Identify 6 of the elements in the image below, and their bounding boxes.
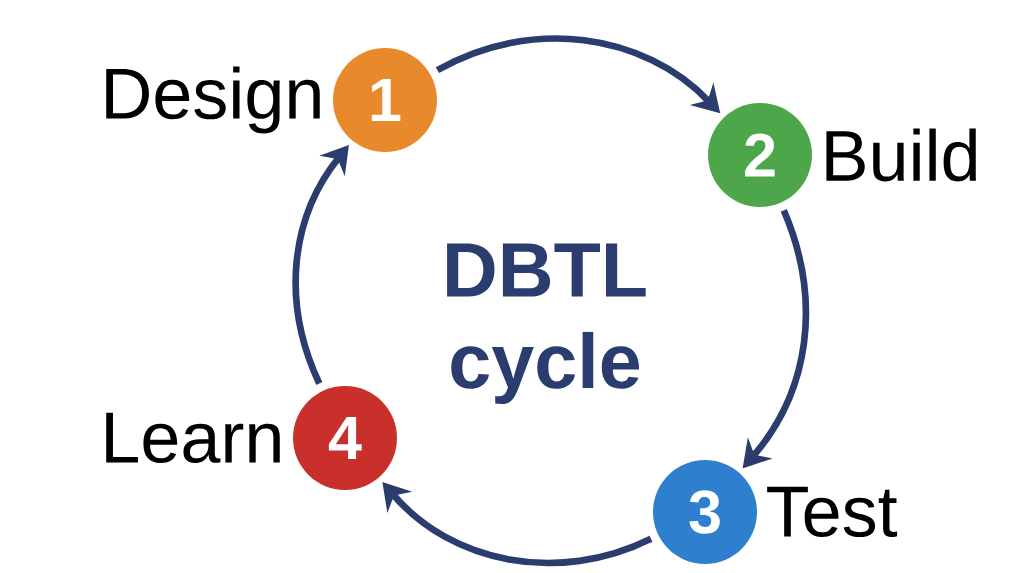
step-label: Test <box>767 486 898 538</box>
step-label: Build <box>826 128 976 182</box>
center-title: cycle <box>451 331 640 404</box>
step-label: Design <box>106 66 320 134</box>
center-title: DBTL <box>447 243 646 297</box>
step-label: Learn <box>106 412 280 464</box>
